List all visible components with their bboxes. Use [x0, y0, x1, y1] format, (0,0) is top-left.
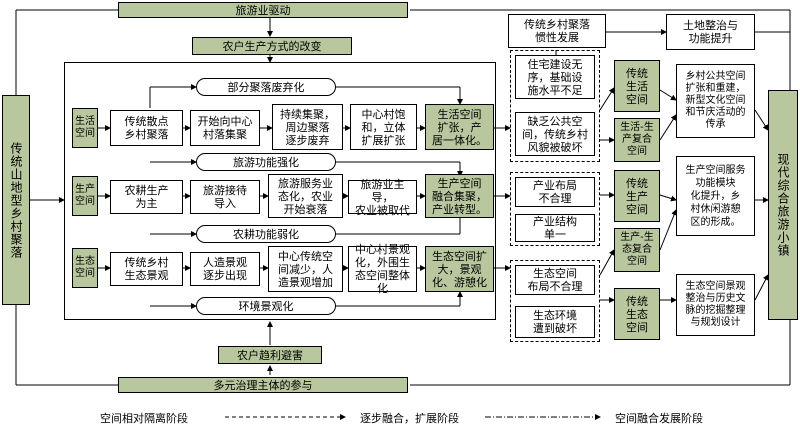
pill-tourism-strengthen: 旅游功能强化	[196, 153, 336, 171]
life-step-4: 中心村饱 和，立体 扩展扩张	[350, 104, 417, 150]
traditional-ecology-space: 传统 生态 空间	[614, 288, 660, 340]
life-step-3: 持续集聚， 周边聚落 逐步废弃	[272, 104, 343, 150]
modern-town-label: 现代综合旅游小镇	[768, 90, 798, 320]
service-outcome: 生产空间服务 功能模块 化提升，乡 村休闲游憩 区的形成。	[676, 156, 755, 236]
life-problem-1: 住宅建设无 序，基础设 施水平不足	[515, 55, 595, 99]
life-step-1: 传统散点 乡村聚落	[110, 110, 183, 146]
prod-problem-1: 产业布局 不合理	[515, 177, 595, 207]
traditional-production-space: 传统 生产 空间	[614, 170, 660, 222]
production-space-label: 生产 空间	[72, 176, 98, 216]
eco-problem-group	[510, 260, 600, 342]
prod-result: 生产空间 融合集聚， 产业转型。	[425, 174, 494, 218]
landscape-outcome: 生态空间景观 整治与历史文 脉的挖掘整理 与规划设计	[676, 274, 755, 336]
life-problem-group	[510, 50, 600, 162]
tourism-driver-bar: 旅游业驱动	[118, 2, 408, 18]
prod-step-3: 旅游服务业 态化，农业 开始衰落	[268, 174, 343, 218]
pill-abandon: 部分聚落废弃化	[196, 78, 336, 96]
traditional-life-space: 传统 生活 空间	[614, 60, 660, 112]
production-ecology-space: 生产-生 态复合 空间	[614, 228, 660, 272]
legend-expanding: 逐步融合，扩展阶段	[360, 412, 459, 425]
land-consolidation-box: 土地整治与 功能提升	[666, 14, 755, 50]
life-result: 生活空间 扩张，产 居一体化。	[425, 104, 494, 150]
life-space-label: 生活 空间	[72, 108, 98, 148]
eco-step-4: 中心村景观 化，外围生 态空间整体化	[348, 243, 417, 295]
eco-problem-2: 生态环境 遭到破坏	[515, 306, 595, 338]
inertia-box: 传统乡村聚落 惯性发展	[508, 14, 606, 48]
life-problem-2: 缺乏公共空 间，传统乡村 风貌被破坏	[515, 112, 595, 156]
pill-landscaping: 环境景观化	[196, 297, 336, 315]
prod-step-2: 旅游接待 导入	[190, 180, 260, 214]
pill-farming-weaken: 农耕功能弱化	[196, 225, 336, 243]
life-step-2: 开始向中心 村落集聚	[190, 110, 260, 146]
eco-result: 生态空间扩 大，景观 化、游憩化	[425, 246, 494, 292]
eco-step-3: 中心传统空 间减少，人 造景观增加	[268, 246, 343, 292]
prod-step-1: 农耕生产 为主	[110, 180, 183, 214]
legend-integrated: 空间融合发展阶段	[615, 412, 703, 425]
eco-step-1: 传统乡村 生态景观	[110, 252, 183, 286]
prod-problem-group	[510, 172, 600, 246]
legend-isolated: 空间相对隔离阶段	[100, 412, 188, 425]
eco-problem-1: 生态空间 布局不合理	[515, 265, 595, 295]
farmer-change-box: 农户生产方式的改变	[192, 37, 352, 55]
life-production-space: 生活-生 产复合 空间	[614, 118, 660, 162]
prod-step-4: 旅游业主导， 农业被取代	[348, 178, 417, 217]
public-space-outcome: 乡村公共空间 扩张和重建， 新型文化空间 和节庆活动的 传承	[676, 64, 755, 138]
prod-problem-2: 产业结构 单一	[515, 214, 595, 242]
ecology-space-label: 生态 空间	[72, 248, 98, 288]
traditional-settlement-label: 传统山地型乡村聚落	[2, 95, 30, 305]
eco-step-2: 人造景观 逐步出现	[190, 252, 260, 286]
governance-bar: 多元治理主体的参与	[118, 377, 408, 393]
farmer-profit-box: 农户趋利避害	[218, 346, 322, 364]
central-frame	[64, 62, 496, 320]
